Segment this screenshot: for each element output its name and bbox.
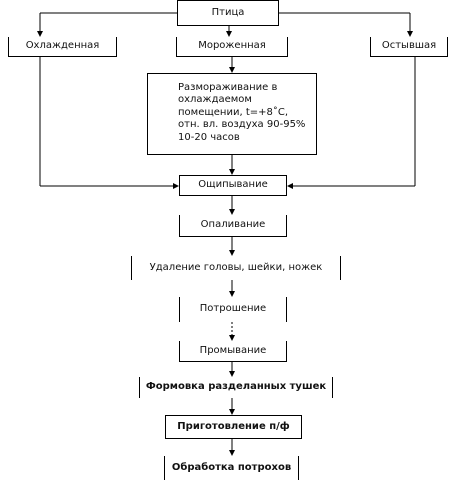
node-thawing-label: Размораживание в охлаждаемом помещении, … xyxy=(178,81,306,143)
node-thawing: Размораживание в охлаждаемом помещении, … xyxy=(147,73,317,155)
node-frozen-label: Мороженная xyxy=(198,40,266,52)
node-removal: Удаление головы, шейки, ножек xyxy=(131,256,341,280)
node-chilled-label: Охлажденная xyxy=(25,40,100,52)
node-preparation-label: Приготовление п/ф xyxy=(177,420,290,432)
node-forming-label: Формовка разделанных тушек xyxy=(145,381,327,393)
node-singeing-label: Опаливание xyxy=(200,219,266,231)
node-ptitsa: Птица xyxy=(177,0,279,26)
node-gutting-label: Потрошение xyxy=(199,303,267,315)
node-chilled: Охлажденная xyxy=(8,37,117,57)
node-processing-label: Обработка потрохов xyxy=(171,461,292,473)
node-washing-label: Промывание xyxy=(199,344,267,356)
node-gutting: Потрошение xyxy=(179,297,287,322)
node-frozen: Мороженная xyxy=(176,37,288,57)
node-preparation: Приготовление п/ф xyxy=(165,415,302,439)
node-processing: Обработка потрохов xyxy=(164,456,299,480)
node-plucking: Ощипывание xyxy=(179,175,287,196)
node-plucking-label: Ощипывание xyxy=(198,179,268,191)
node-cooled: Остывшая xyxy=(370,37,448,57)
node-removal-label: Удаление головы, шейки, ножек xyxy=(149,261,323,273)
node-forming: Формовка разделанных тушек xyxy=(139,377,333,398)
node-ptitsa-label: Птица xyxy=(211,6,245,18)
node-singeing: Опаливание xyxy=(179,215,287,237)
node-washing: Промывание xyxy=(179,341,287,362)
node-cooled-label: Остывшая xyxy=(381,40,437,52)
